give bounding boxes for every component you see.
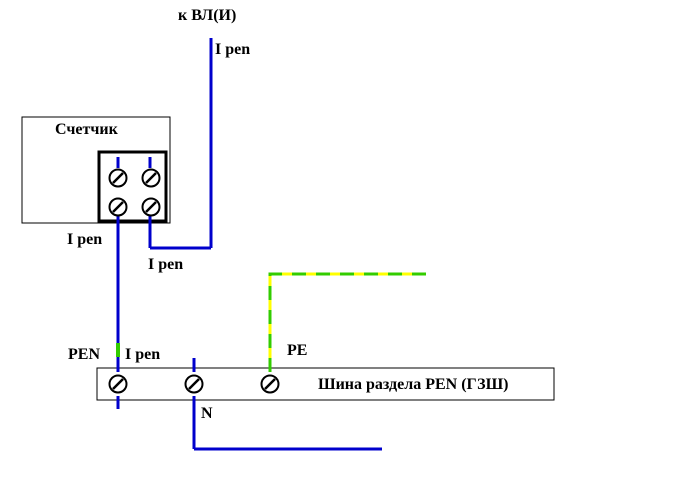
- label-bus-title: Шина раздела PEN (ГЗШ): [318, 376, 509, 393]
- label-ipen-left: I pen: [67, 231, 103, 248]
- pen-wires: [116, 38, 382, 451]
- screw-terminal-icon: [108, 197, 128, 217]
- screw-terminal-icon: [108, 168, 128, 188]
- label-ipen-top: I pen: [215, 41, 251, 58]
- label-pe: PE: [287, 342, 308, 359]
- screw-terminal-icon: [260, 374, 280, 394]
- screw-terminal-icon: [184, 374, 204, 394]
- label-pen: PEN: [68, 346, 100, 363]
- pe-wire-green: [268, 272, 426, 372]
- label-meter-title: Счетчик: [55, 121, 118, 138]
- label-n: N: [201, 405, 213, 422]
- screw-terminal-icon: [141, 168, 161, 188]
- label-to-line: к ВЛ(И): [178, 7, 237, 24]
- label-ipen-bus: I pen: [125, 346, 161, 363]
- pe-wire: [268, 272, 426, 372]
- bus-bar: [96, 367, 555, 401]
- screw-terminal-icon: [108, 374, 128, 394]
- label-ipen-right: I pen: [148, 256, 184, 273]
- screw-terminal-icon: [141, 197, 161, 217]
